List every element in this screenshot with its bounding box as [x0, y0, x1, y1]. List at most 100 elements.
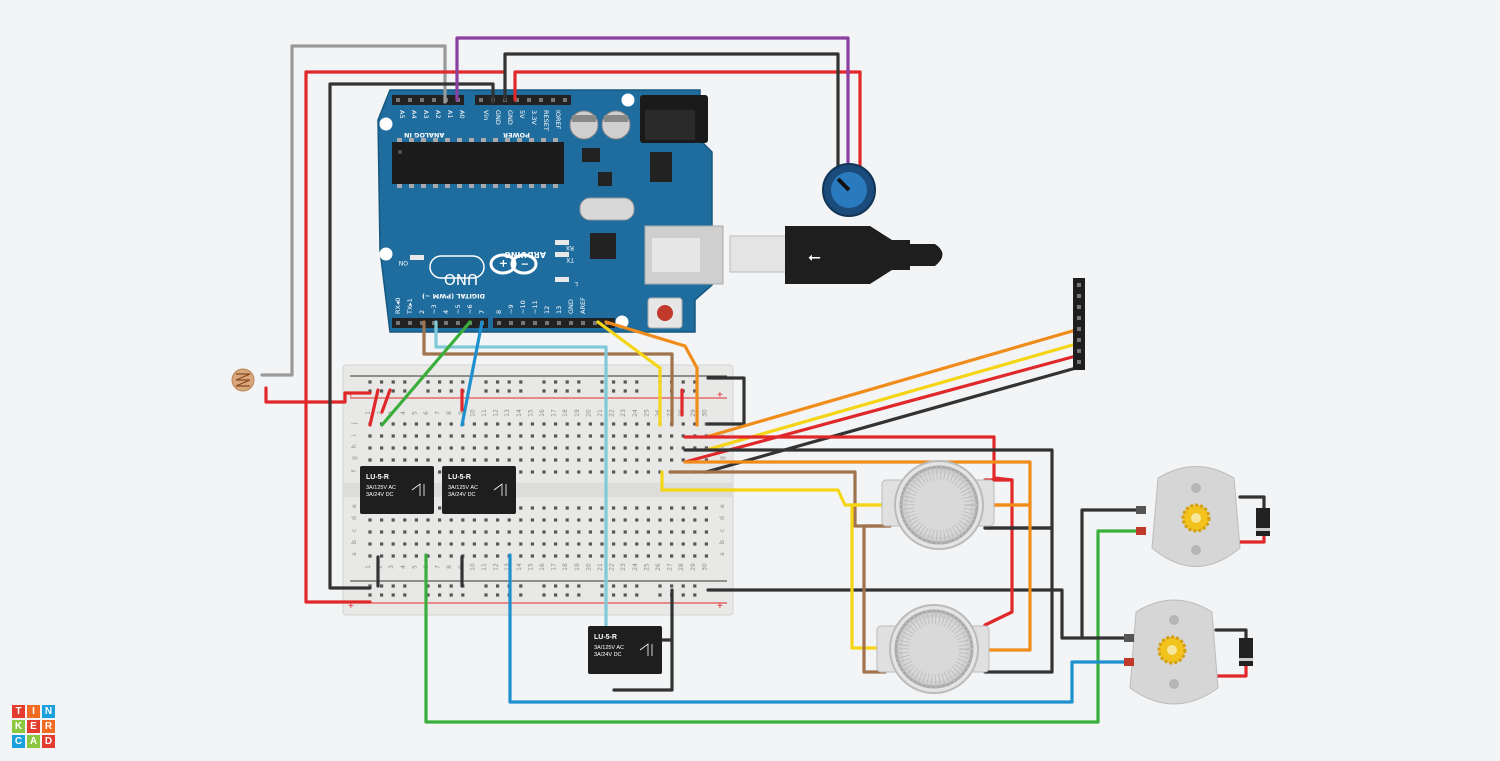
terminal-hole: [670, 446, 674, 450]
pin-header[interactable]: [1073, 278, 1085, 370]
photoresistor[interactable]: [231, 368, 255, 392]
terminal-hole: [380, 554, 384, 558]
column-number: 3: [388, 565, 395, 569]
gas-sensor[interactable]: [876, 604, 990, 694]
terminal-hole: [612, 470, 616, 474]
terminal-hole: [507, 422, 511, 426]
analog-pin-label: A0: [458, 110, 466, 119]
terminal-hole: [519, 518, 523, 522]
rail-hole: [623, 593, 627, 597]
breadboard[interactable]: + + + + 11223344556677889910101111121213…: [342, 364, 734, 616]
terminal-hole: [565, 506, 569, 510]
terminal-hole: [391, 530, 395, 534]
relay[interactable]: LU-5-R 3A/125V AC 3A/24V DC: [588, 626, 662, 674]
terminal-hole: [472, 446, 476, 450]
arduino-brand: ARDUINO: [504, 250, 546, 259]
rail-hole: [426, 584, 430, 588]
terminal-hole: [588, 506, 592, 510]
column-number: 28: [678, 563, 685, 571]
mount-hole: [621, 93, 635, 107]
terminal-hole: [438, 422, 442, 426]
terminal-hole: [600, 434, 604, 438]
rail-hole: [449, 389, 453, 393]
column-number: 21: [597, 409, 604, 417]
terminal-hole: [542, 518, 546, 522]
terminal-hole: [496, 434, 500, 438]
breadboard-holes[interactable]: [368, 380, 708, 597]
rail-hole: [507, 380, 511, 384]
terminal-hole: [542, 542, 546, 546]
terminal-hole: [507, 518, 511, 522]
usb-cable[interactable]: ⭠: [729, 226, 943, 284]
terminal-hole: [403, 446, 407, 450]
terminal-hole: [612, 518, 616, 522]
terminal-hole: [403, 518, 407, 522]
row-letter: c: [351, 529, 358, 532]
row-letter: g: [351, 456, 358, 460]
terminal-hole: [635, 506, 639, 510]
terminal-hole: [380, 446, 384, 450]
relay[interactable]: LU-5-R 3A/125V AC 3A/24V DC: [442, 466, 516, 514]
terminal-hole: [496, 446, 500, 450]
rail-hole: [380, 380, 384, 384]
rail-hole: [554, 593, 558, 597]
rail-hole: [391, 380, 395, 384]
terminal-hole: [449, 518, 453, 522]
relay-rating: 3A/24V DC: [448, 492, 476, 498]
column-number: 8: [446, 565, 453, 569]
rail-hole: [484, 380, 488, 384]
rail-hole: [565, 593, 569, 597]
terminal-hole: [600, 422, 604, 426]
terminal-hole: [461, 434, 465, 438]
terminal-hole: [600, 542, 604, 546]
dc-motor[interactable]: [1136, 466, 1270, 567]
usb-icon: ⭠: [808, 249, 821, 266]
column-number: 27: [667, 563, 674, 571]
terminal-hole: [612, 422, 616, 426]
rail-hole: [670, 584, 674, 588]
wires[interactable]: [260, 36, 1266, 724]
dc-motor[interactable]: [1124, 599, 1253, 705]
column-number: 7: [435, 411, 442, 415]
terminal-hole: [565, 458, 569, 462]
usb-chip: [590, 233, 616, 259]
column-number: 8: [446, 411, 453, 415]
power-pin-label: IOREF: [554, 110, 562, 130]
terminal-hole: [704, 458, 708, 462]
row-letter: d: [351, 516, 358, 520]
terminal-hole: [612, 554, 616, 558]
terminal-hole: [623, 518, 627, 522]
relay[interactable]: LU-5-R 3A/125V AC 3A/24V DC: [360, 466, 434, 514]
tinkercad-logo[interactable]: T I N K E R C A D: [12, 705, 56, 749]
column-number: 22: [609, 563, 616, 571]
power-pin-label: GND: [494, 110, 502, 125]
gas-sensor[interactable]: [881, 460, 995, 550]
column-number: 17: [551, 563, 558, 571]
terminal-hole: [646, 446, 650, 450]
terminal-hole: [681, 506, 685, 510]
rail-hole: [565, 380, 569, 384]
terminal-hole: [507, 530, 511, 534]
terminal-hole: [542, 506, 546, 510]
rail-hole: [496, 593, 500, 597]
analog-pin-label: A4: [410, 110, 418, 119]
wire-black: [1214, 628, 1248, 642]
terminal-hole: [530, 518, 534, 522]
terminal-hole: [519, 542, 523, 546]
column-number: 24: [632, 563, 639, 571]
terminal-hole: [472, 458, 476, 462]
row-letter: j: [351, 422, 358, 425]
terminal-hole: [600, 554, 604, 558]
rail-hole: [542, 389, 546, 393]
rail-hole: [612, 593, 616, 597]
terminal-hole: [542, 458, 546, 462]
relay-rating: 3A/24V DC: [594, 652, 622, 658]
terminal-hole: [484, 518, 488, 522]
row-letter: g: [719, 456, 726, 460]
terminal-hole: [461, 446, 465, 450]
terminal-hole: [507, 458, 511, 462]
rail-hole: [484, 584, 488, 588]
potentiometer[interactable]: [822, 163, 876, 217]
